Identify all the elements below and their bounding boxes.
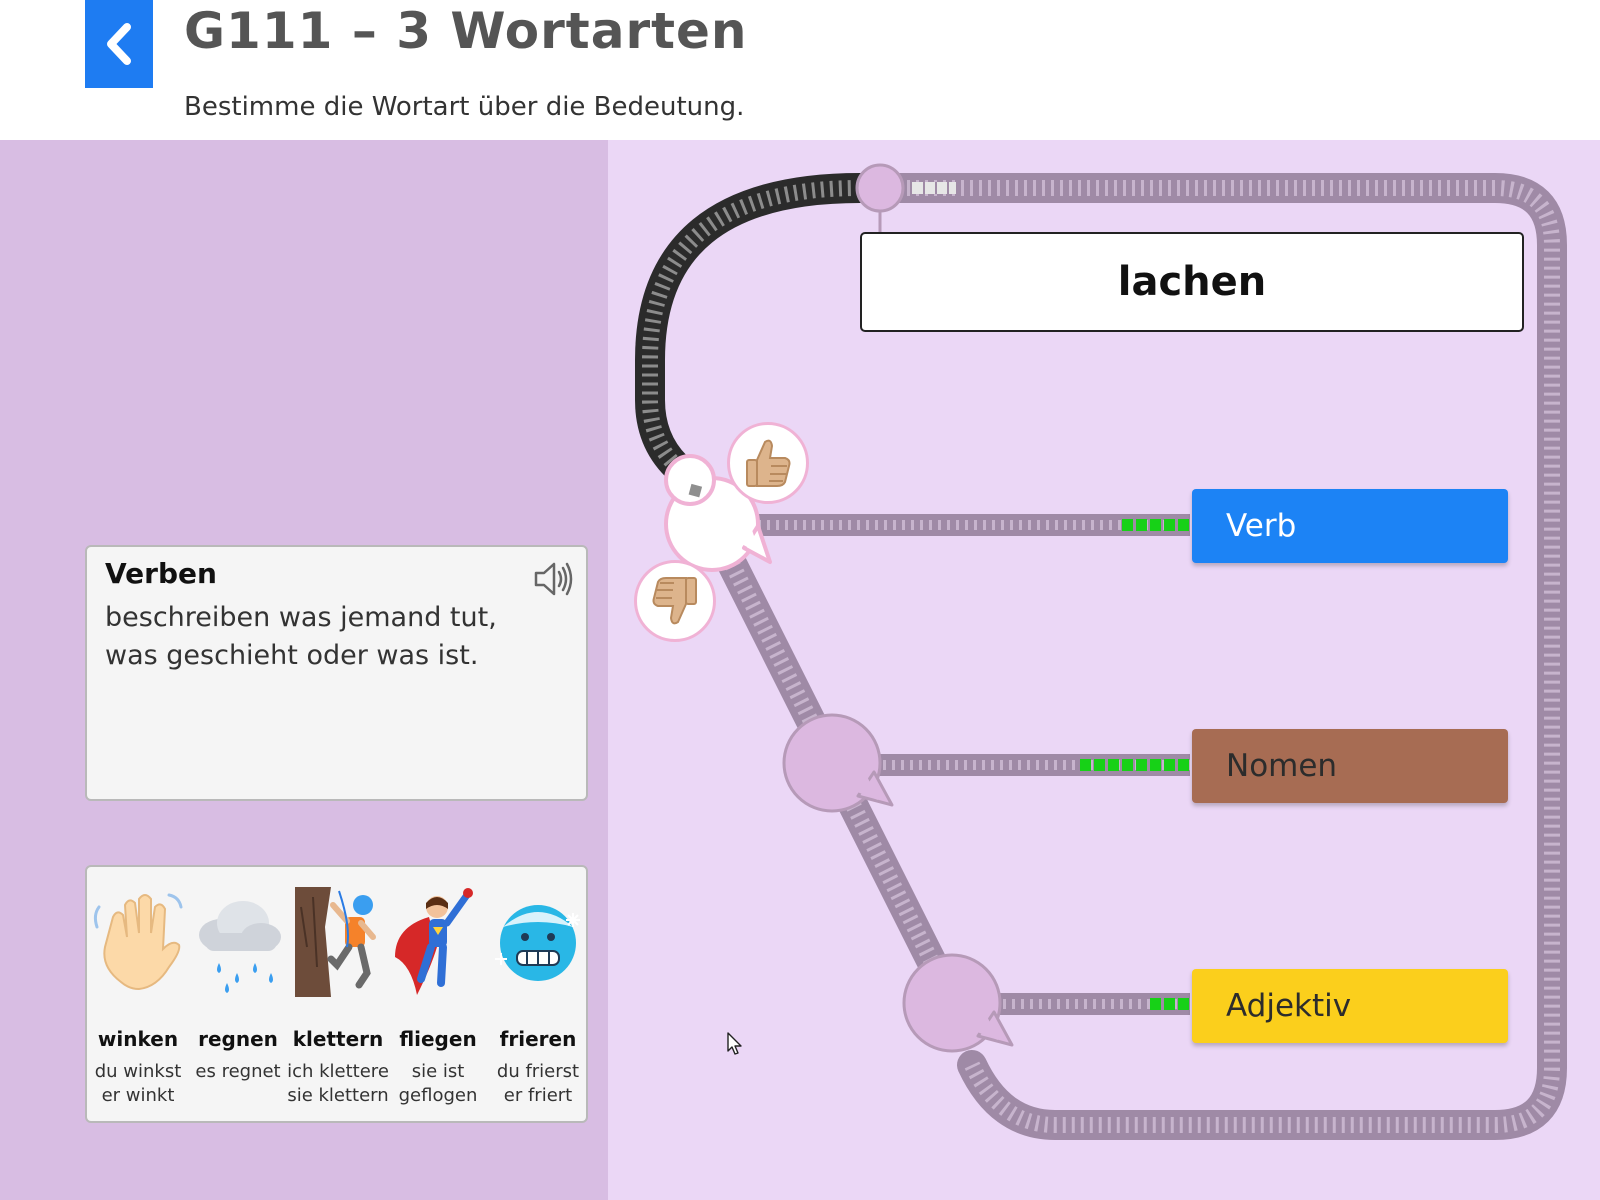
mouse-cursor-icon (727, 1032, 742, 1055)
rain-cloud-icon (199, 901, 281, 993)
thumbs-down-icon (652, 577, 697, 625)
person-climbing-icon (295, 887, 376, 997)
example-word: frieren (499, 1027, 577, 1051)
example-word: klettern (292, 1027, 384, 1051)
word-card: lachen (860, 232, 1524, 332)
example-word: fliegen (399, 1027, 477, 1051)
freezing-face-icon (495, 905, 580, 981)
thumbs-up-button[interactable] (727, 422, 809, 504)
thumbs-up-icon (746, 439, 791, 487)
example-item: frieren du frierst er friert (487, 867, 589, 1125)
example-item: fliegen sie ist geflogen (387, 867, 489, 1125)
example-form: du winkst (94, 1061, 182, 1082)
examples-card: winken du winkst er winkt regnen es regn… (85, 865, 588, 1123)
header: G111 – 3 Wortarten Bestimme die Wortart … (0, 0, 1600, 140)
back-button[interactable] (85, 0, 153, 88)
example-form: ich klettere (287, 1061, 389, 1082)
example-form: er friert (503, 1085, 573, 1106)
example-item: klettern ich klettere sie klettern (287, 867, 389, 1125)
category-adjektiv-button[interactable]: Adjektiv (1192, 969, 1508, 1043)
example-form: es regnet (195, 1061, 281, 1082)
example-word: regnen (198, 1027, 278, 1051)
example-form: sie klettern (287, 1085, 389, 1106)
example-item: winken du winkst er winkt (87, 867, 189, 1125)
example-form: du frierst (496, 1061, 580, 1082)
category-verb-button[interactable]: Verb (1192, 489, 1508, 563)
waving-hand-icon (93, 893, 183, 991)
definition-title: Verben (105, 557, 217, 590)
chevron-left-icon (107, 23, 131, 65)
superhero-icon (395, 888, 473, 995)
category-nomen-button[interactable]: Nomen (1192, 729, 1508, 803)
page-title: G111 – 3 Wortarten (184, 2, 748, 60)
example-item: regnen es regnet (187, 867, 289, 1125)
definition-card: Verben beschreiben was jemand tut, was g… (85, 545, 588, 801)
page-subtitle: Bestimme die Wortart über die Bedeutung. (184, 92, 745, 122)
example-form: er winkt (101, 1085, 175, 1106)
thumbs-down-button[interactable] (634, 560, 716, 642)
example-word: winken (97, 1027, 179, 1051)
example-form: sie ist (411, 1061, 465, 1082)
example-form: geflogen (398, 1085, 478, 1106)
definition-text: beschreiben was jemand tut, was geschieh… (105, 602, 497, 671)
speaker-icon[interactable] (532, 559, 576, 603)
